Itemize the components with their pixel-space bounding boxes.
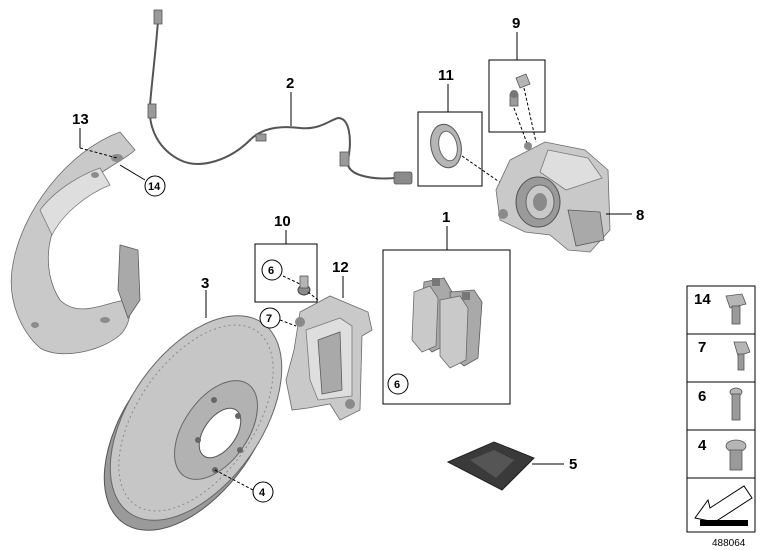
- arrow-icon: [694, 485, 753, 526]
- wear-sensor-part[interactable]: [147, 9, 413, 185]
- brake-caliper-part[interactable]: [495, 141, 611, 253]
- reference-number: 488064: [712, 538, 746, 549]
- callout-12: 12: [332, 259, 349, 276]
- callout-4: 4: [259, 487, 266, 499]
- flange-bolt-icon: [725, 293, 747, 325]
- legend-num-7: 7: [698, 339, 706, 356]
- callout-8: 8: [636, 207, 644, 224]
- box-10: [254, 243, 318, 303]
- callout-1: 1: [442, 209, 450, 226]
- callout-2: 2: [286, 75, 294, 92]
- legend-num-6: 6: [698, 388, 706, 405]
- callout-13: 13: [72, 111, 89, 128]
- brake-shield-part[interactable]: [10, 131, 141, 355]
- callout-7: 7: [266, 313, 272, 325]
- box-11: [417, 111, 483, 187]
- callout-14: 14: [148, 181, 161, 193]
- legend-num-14: 14: [694, 291, 711, 308]
- bleeder-screw-part[interactable]: [509, 73, 531, 107]
- callout-5: 5: [569, 456, 577, 473]
- brake-disc-part[interactable]: [69, 285, 316, 550]
- bolt-part[interactable]: [297, 275, 311, 296]
- brake-pads-part[interactable]: [411, 277, 483, 369]
- countersunk-bolt-icon: [725, 439, 747, 471]
- box-9: [488, 59, 546, 133]
- callout-11: 11: [438, 67, 454, 84]
- callout-3: 3: [201, 275, 209, 292]
- callout-6a: 6: [268, 265, 274, 277]
- caliper-carrier-part[interactable]: [285, 295, 373, 421]
- box-1: [382, 249, 511, 405]
- seal-ring-part[interactable]: [427, 121, 465, 170]
- bolt-icon: [729, 387, 743, 421]
- callout-10: 10: [274, 213, 291, 230]
- grease-pack-part[interactable]: [446, 441, 535, 491]
- callout-9: 9: [512, 15, 520, 32]
- hex-screw-icon: [733, 341, 751, 371]
- callout-6b: 6: [394, 379, 400, 391]
- legend-num-4: 4: [698, 437, 707, 454]
